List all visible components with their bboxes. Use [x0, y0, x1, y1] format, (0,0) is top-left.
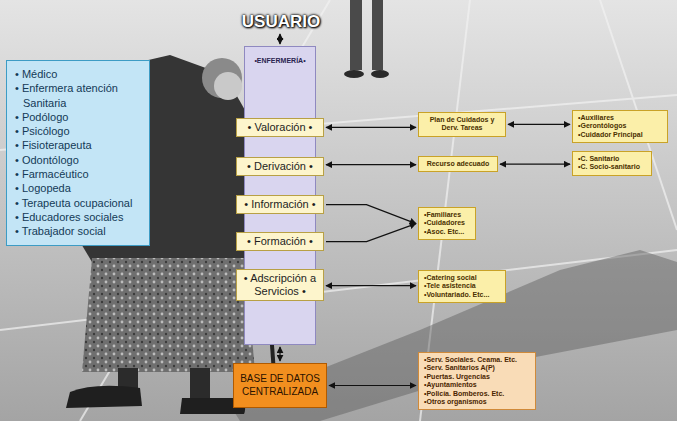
connector-arrow	[326, 285, 416, 286]
connector-arrow	[326, 127, 416, 128]
node-text: •ENFERMERÍA•	[245, 47, 315, 64]
node-text: • Trabajador social	[23, 224, 143, 238]
node-text: • Enfermera atención Sanitaria	[23, 81, 143, 110]
connector-arrow	[326, 205, 416, 224]
node-text: • Podólogo	[23, 110, 143, 124]
node-text: • Educadores sociales	[23, 210, 143, 224]
node-text: •Familiares	[424, 211, 470, 219]
node-text: • Valoración •	[243, 121, 317, 134]
nursing-column: •ENFERMERÍA• • Valoración • • Derivación •…	[244, 46, 316, 345]
node-text: • Fisioterapeuta	[23, 138, 143, 152]
function-box: • Formación •	[236, 232, 324, 251]
node-text: •Tele asistencia	[424, 282, 500, 290]
node-text: • Formación •	[243, 235, 317, 248]
node-text: • Información •	[243, 198, 317, 211]
user-label: USUARIO	[236, 12, 326, 32]
database-box: BASE DE DATOS CENTRALIZADA	[233, 363, 327, 408]
node-text: •Voluntariado. Etc...	[424, 291, 500, 299]
node-text: •Serv. Sanitarios A(P)	[424, 364, 530, 372]
process-box: Recurso adecuado	[418, 156, 498, 172]
node-text: • Farmacéutico	[23, 167, 143, 181]
list-box: •Catering social•Tele asistencia•Volunta…	[418, 270, 506, 303]
connector-arrow	[279, 34, 280, 44]
node-text: • Odontólogo	[23, 153, 143, 167]
node-text: •C. Socio-sanitario	[578, 163, 646, 171]
node-text: Plan de Cuidados y Derv. Tareas	[424, 116, 500, 133]
node-text: • Derivación •	[243, 160, 317, 173]
connector-arrow	[279, 347, 280, 361]
node-text: • Terapeuta ocupacional	[23, 196, 143, 210]
node-text: •Cuidadores	[424, 219, 470, 227]
function-box: • Valoración •	[236, 118, 324, 137]
process-box: Plan de Cuidados y Derv. Tareas	[418, 112, 506, 137]
node-text: • Logopeda	[23, 181, 143, 195]
node-text: • Adscripción a Servicios •	[243, 272, 317, 298]
connector-arrow	[326, 164, 416, 165]
list-box: •Familiares•Cuidadores•Asoc. Etc...	[418, 207, 476, 240]
node-text: •Catering social	[424, 274, 500, 282]
function-box: • Adscripción a Servicios •	[236, 269, 324, 301]
professionals-list: • Médico• Enfermera atención Sanitaria• …	[6, 60, 150, 246]
node-text: •Puertas. Urgencias	[424, 373, 530, 381]
standing-legs	[344, 0, 389, 78]
node-text: •Auxiliares	[578, 114, 662, 122]
function-box: • Información •	[236, 195, 324, 214]
connector-arrow	[508, 124, 570, 125]
node-text: • Psicólogo	[23, 124, 143, 138]
list-box: •Serv. Sociales. Ceama. Etc.•Serv. Sanit…	[418, 352, 536, 410]
node-text: Recurso adecuado	[424, 160, 492, 168]
node-text: •C. Sanitario	[578, 155, 646, 163]
list-box: •Auxiliares•Gerontólogos•Cuidador Princi…	[572, 110, 668, 143]
node-text: •Otros organismos	[424, 398, 530, 406]
node-text: • Médico	[23, 67, 143, 81]
function-box: • Derivación •	[236, 157, 324, 176]
connector-arrow	[500, 164, 570, 165]
node-text: •Cuidador Principal	[578, 131, 662, 139]
node-text: USUARIO	[236, 12, 326, 32]
node-text: •Ayuntamientos	[424, 381, 530, 389]
node-text: •Policía. Bomberos. Etc.	[424, 390, 530, 398]
node-text: BASE DE DATOS CENTRALIZADA	[240, 373, 320, 398]
list-box: •C. Sanitario•C. Socio-sanitario	[572, 151, 652, 176]
connector-arrow	[326, 224, 416, 242]
node-text: •Asoc. Etc...	[424, 228, 470, 236]
node-text: •Serv. Sociales. Ceama. Etc.	[424, 356, 530, 364]
connector-arrow	[329, 385, 416, 386]
node-text: •Gerontólogos	[578, 122, 662, 130]
